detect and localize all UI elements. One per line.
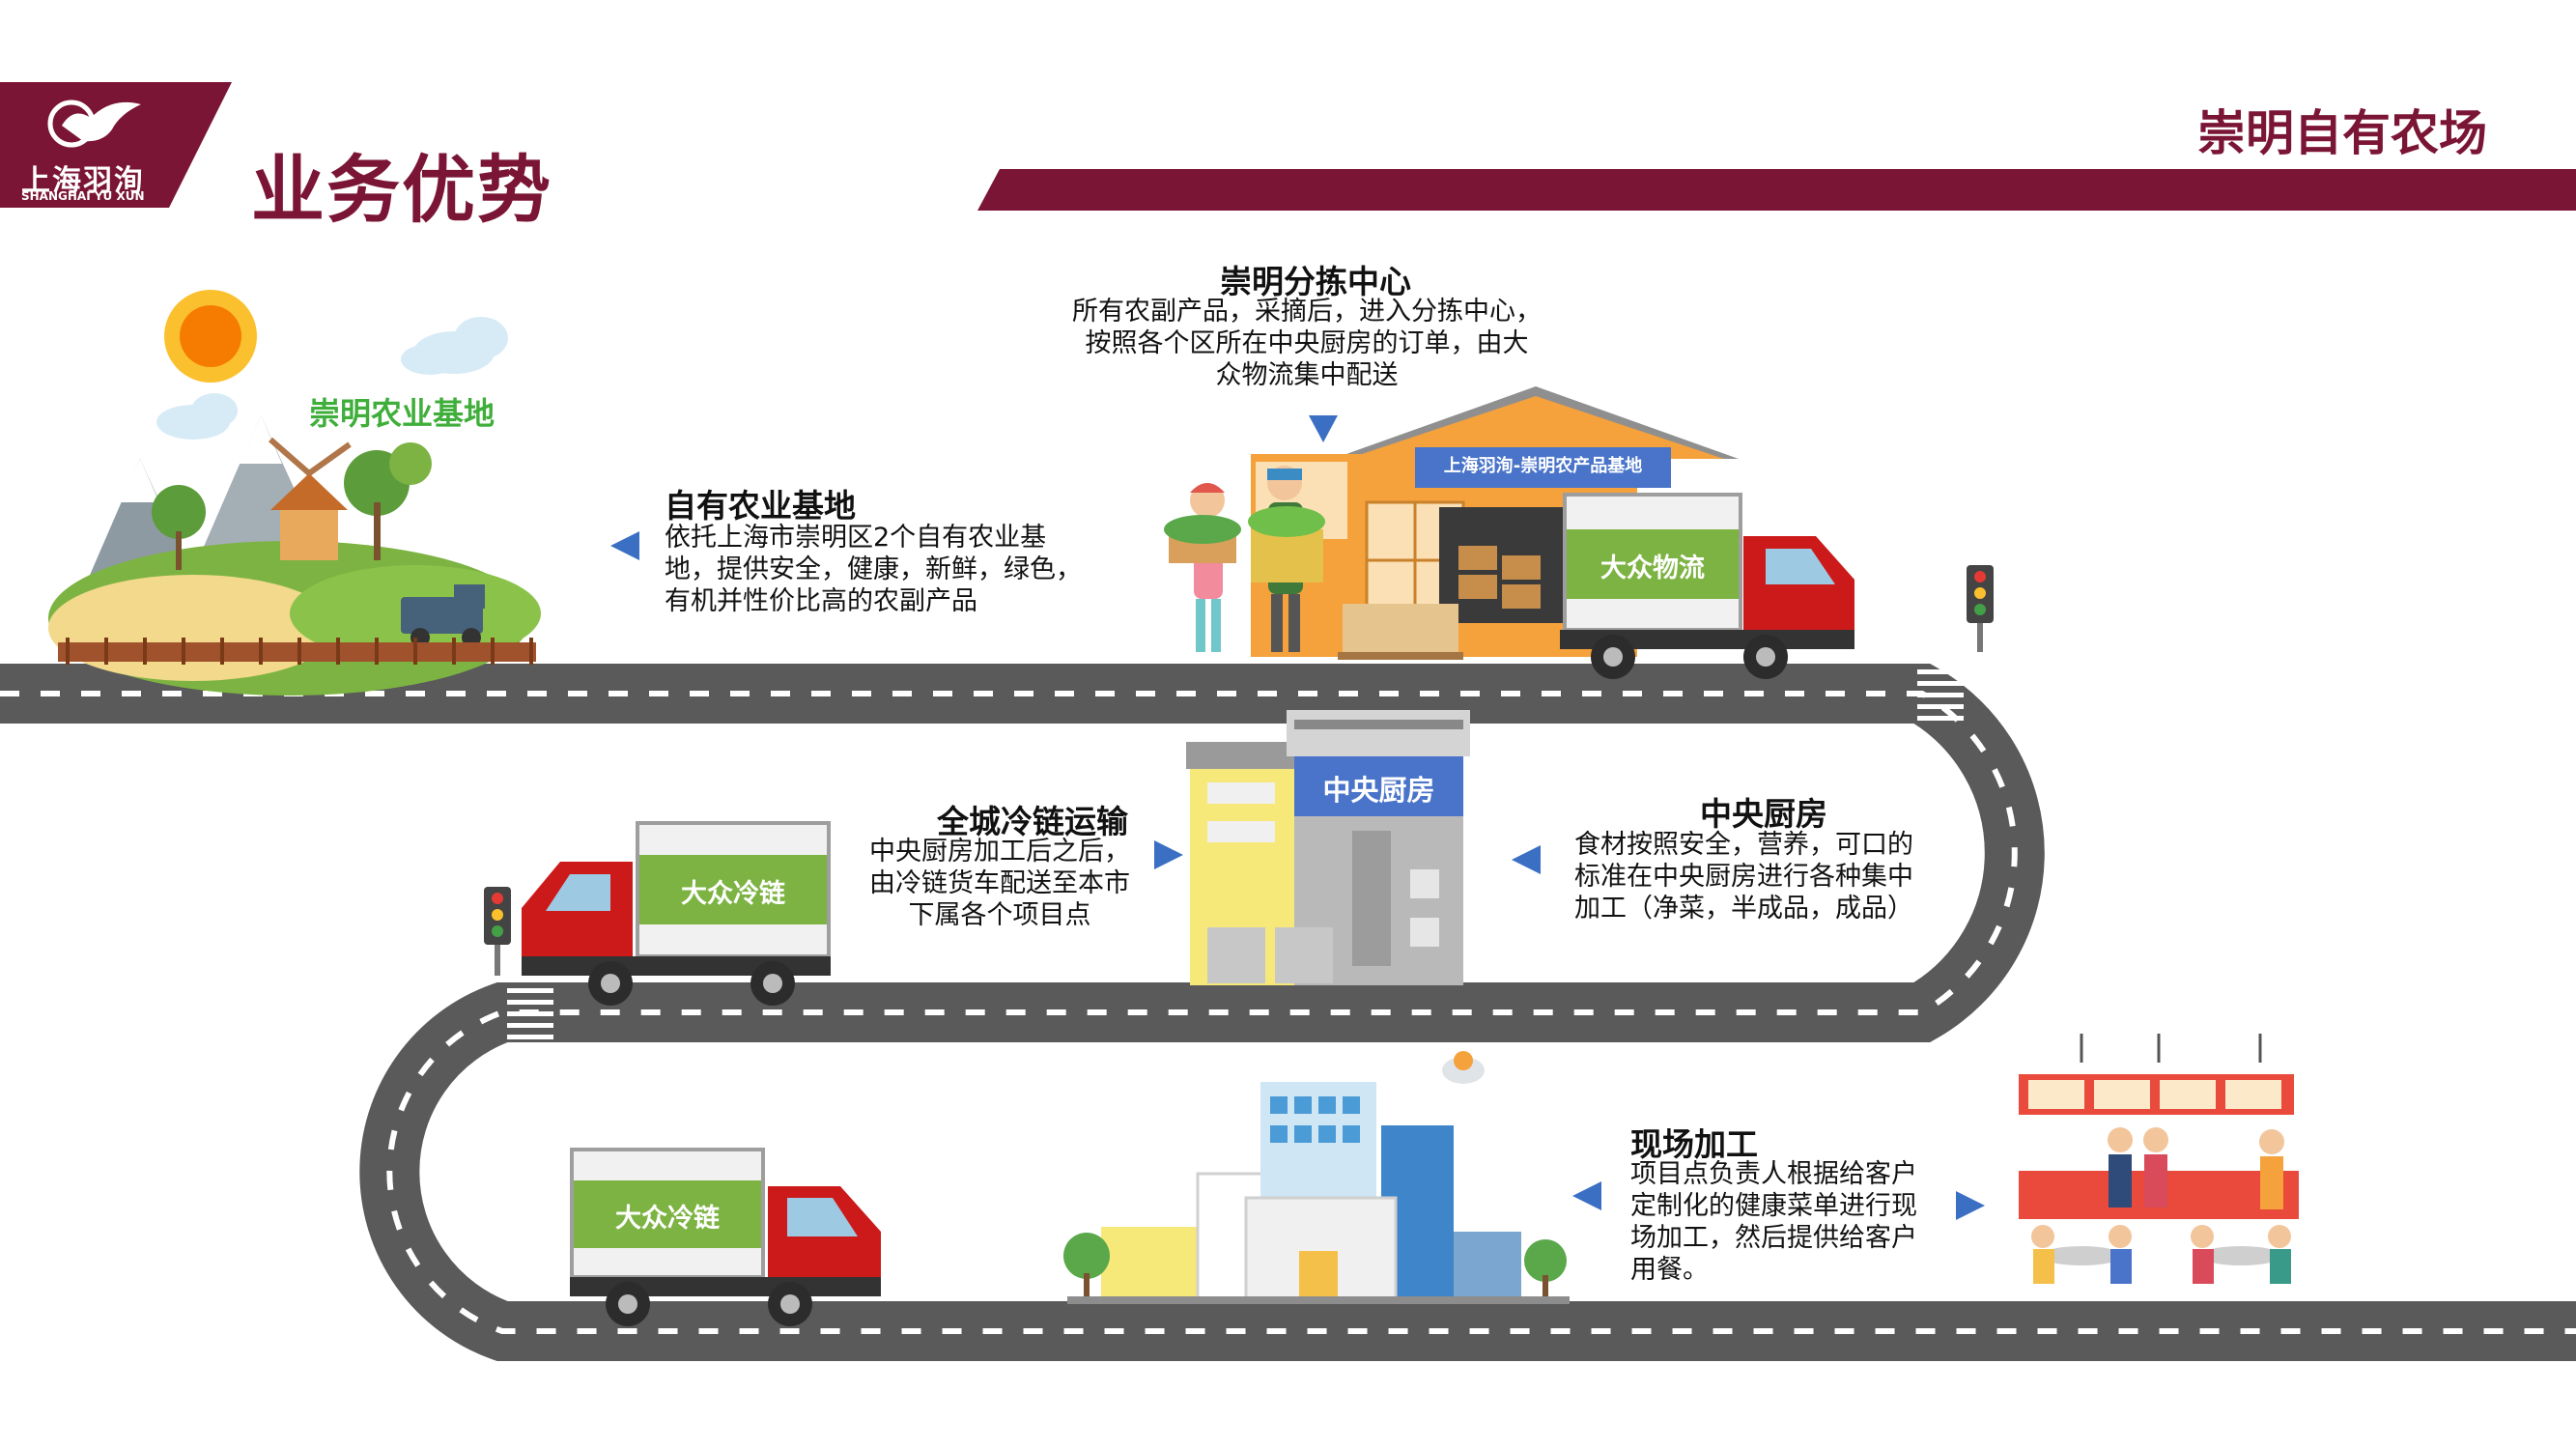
traffic-light-icon — [484, 887, 511, 976]
step-title-kitchen: 中央厨房 — [1700, 795, 1827, 833]
desc-line: 按照各个区所在中央厨房的订单，由大 — [1085, 328, 1529, 358]
logo-band — [0, 82, 232, 208]
crosswalk-bottom — [507, 988, 553, 1039]
page-title: 业务优势 — [251, 147, 552, 233]
desc-line: 标准在中央厨房进行各种集中 — [1574, 862, 1913, 892]
header-right-title: 崇明自有农场 — [2197, 105, 2487, 161]
desc-line: 定制化的健康菜单进行现 — [1630, 1191, 1917, 1221]
cold-chain-truck-2 — [570, 1148, 881, 1326]
desc-line: 食材按照安全，营养，可口的 — [1574, 830, 1913, 860]
sun-icon — [164, 290, 257, 383]
step-desc-onsite: 项目点负责人根据给客户 定制化的健康菜单进行现 场加工，然后提供给客户 用餐。 — [1630, 1158, 1949, 1286]
desc-line: 地，提供安全，健康，新鲜，绿色， — [665, 554, 1082, 584]
step-desc-sorting: 所有农副产品，采摘后，进入分拣中心， 按照各个区所在中央厨房的订单，由大 众物流… — [1056, 296, 1558, 391]
brand-logo-icon — [47, 99, 141, 148]
arrow-left-icon — [1572, 1181, 1601, 1210]
step-desc-farm: 依托上海市崇明区2个自有农业基 地，提供安全，健康，新鲜，绿色， 有机并性价比高… — [665, 522, 1118, 617]
logistics-truck-label: 大众物流 — [1600, 554, 1705, 583]
step-title-onsite: 现场加工 — [1630, 1125, 1758, 1163]
arrow-down-icon — [1309, 415, 1338, 442]
desc-line: 项目点负责人根据给客户 — [1630, 1159, 1917, 1189]
desc-line: 由冷链货车配送至本市 — [869, 868, 1130, 898]
arrow-right-icon — [1956, 1191, 1985, 1220]
step-title-farm: 自有农业基地 — [665, 487, 856, 525]
step-desc-kitchen: 食材按照安全，营养，可口的 标准在中央厨房进行各种集中 加工（净菜，半成品，成品… — [1574, 829, 1961, 924]
cold-chain-truck — [522, 821, 831, 1006]
desc-line: 依托上海市崇明区2个自有农业基 — [665, 523, 1047, 553]
arrow-left-icon — [1512, 845, 1541, 874]
arrow-left-icon — [610, 531, 639, 560]
farm-label: 崇明农业基地 — [309, 395, 495, 432]
city-illustration — [1063, 1051, 1570, 1304]
crosswalk-top — [1917, 669, 1964, 721]
cold-chain-truck-2-label: 大众冷链 — [615, 1204, 720, 1234]
farm-illustration — [48, 290, 541, 696]
cloud-icon — [156, 393, 238, 440]
desc-line: 用餐。 — [1630, 1255, 1709, 1285]
arrow-right-icon — [1154, 840, 1183, 869]
step-title-cold-chain: 全城冷链运输 — [937, 803, 1128, 840]
warehouse-sign-text: 上海羽洵-崇明农产品基地 — [1443, 456, 1643, 476]
cloud-icon — [401, 317, 508, 375]
step-desc-cold-chain: 中央厨房加工后之后， 由冷链货车配送至本市 下属各个项目点 — [855, 836, 1145, 931]
brand-subtitle: SHANGHAI YU XUN — [21, 189, 145, 203]
canteen-illustration — [2019, 1034, 2299, 1284]
desc-line: 所有农副产品，采摘后，进入分拣中心， — [1072, 297, 1542, 327]
step-title-sorting: 崇明分拣中心 — [1220, 263, 1411, 300]
road — [0, 664, 2576, 1361]
logistics-truck — [1560, 493, 1854, 679]
desc-line: 下属各个项目点 — [908, 900, 1091, 930]
kitchen-sign-text: 中央厨房 — [1322, 774, 1435, 807]
central-kitchen-illustration — [1186, 710, 1470, 985]
traffic-light-icon — [1967, 565, 1994, 652]
desc-line: 场加工，然后提供给客户 — [1630, 1223, 1917, 1253]
brand-name: 上海羽洵 — [21, 164, 145, 198]
desc-line: 众物流集中配送 — [1215, 360, 1399, 390]
cold-chain-truck-label: 大众冷链 — [681, 879, 785, 909]
warehouse-sign — [1415, 447, 1671, 488]
desc-line: 加工（净菜，半成品，成品） — [1574, 894, 1913, 923]
desc-line: 有机并性价比高的农副产品 — [665, 586, 977, 616]
desc-line: 中央厨房加工后之后， — [869, 837, 1130, 867]
header-band — [977, 169, 2576, 211]
